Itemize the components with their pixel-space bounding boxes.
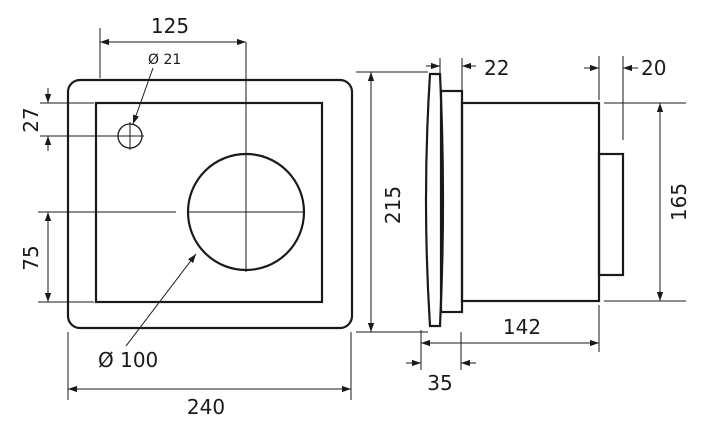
dimension-body-height: 165 bbox=[604, 102, 691, 302]
dimension-large-hole-label: Ø 100 bbox=[98, 348, 158, 372]
dimension-top-width-label: 125 bbox=[151, 14, 189, 38]
dimension-flange-depth: 35 bbox=[406, 332, 476, 395]
dimension-total-height-label: 215 bbox=[381, 186, 405, 224]
rear-spigot bbox=[597, 152, 625, 277]
front-cover-profile bbox=[424, 72, 445, 328]
dimension-large-hole: Ø 100 bbox=[98, 253, 197, 372]
dimension-offset-center-label: 75 bbox=[19, 245, 43, 270]
dimension-total-width-label: 240 bbox=[187, 395, 225, 419]
dimension-total-height: 215 bbox=[356, 71, 428, 333]
dimension-body-height-label: 165 bbox=[667, 183, 691, 221]
dimension-small-hole: Ø 21 bbox=[132, 52, 181, 125]
dimension-flange-offset-label: 22 bbox=[484, 56, 509, 80]
mounting-flange bbox=[439, 89, 464, 314]
front-view bbox=[66, 42, 354, 330]
dimension-offset-center: 75 bbox=[19, 211, 176, 303]
dimension-flange-depth-label: 35 bbox=[427, 371, 452, 395]
dimension-top-width: 125 bbox=[99, 14, 246, 78]
dimension-flange-offset: 22 bbox=[426, 56, 509, 90]
dimension-rear-offset-label: 20 bbox=[641, 56, 666, 80]
outer-frame bbox=[66, 78, 354, 330]
dimension-rear-offset: 20 bbox=[584, 56, 666, 140]
dimension-offset-top: 27 bbox=[19, 88, 116, 151]
inner-panel bbox=[94, 101, 324, 304]
dimension-body-depth-label: 142 bbox=[503, 315, 541, 339]
dimension-total-width: 240 bbox=[67, 332, 352, 419]
dimension-body-depth: 142 bbox=[420, 305, 600, 370]
dimension-offset-top-label: 27 bbox=[19, 107, 43, 132]
side-view bbox=[424, 72, 625, 328]
dimension-small-hole-label: Ø 21 bbox=[148, 52, 181, 68]
duct-body bbox=[460, 101, 601, 303]
